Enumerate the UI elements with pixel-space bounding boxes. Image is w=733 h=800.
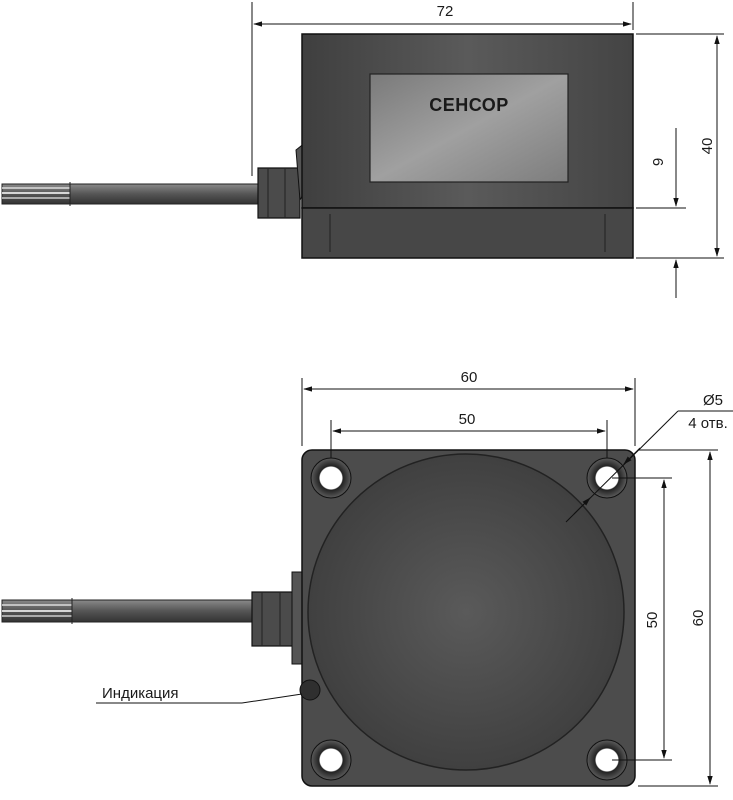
side-cable xyxy=(1,182,263,206)
top-cable xyxy=(1,598,255,624)
side-base xyxy=(301,207,634,259)
dim-top-outer-height-value: 60 xyxy=(690,610,707,627)
mounting-hole-bl xyxy=(310,739,352,781)
hole-count-label: 4 отв. xyxy=(688,415,728,432)
top-cable-gland xyxy=(251,571,305,665)
side-view: СЕНСОР 72 40 9 xyxy=(1,2,724,298)
mounting-hole-tl xyxy=(310,457,352,499)
dim-top-hole-spacing-x: 50 xyxy=(330,411,608,458)
dim-top-outer-width-value: 60 xyxy=(461,369,478,386)
indicator-callout: Индикация xyxy=(96,685,303,704)
dim-top-hole-spacing-y-value: 50 xyxy=(644,612,661,629)
brand-plate xyxy=(369,73,569,183)
dim-side-base: 9 xyxy=(636,128,686,298)
dim-side-base-value: 9 xyxy=(650,158,667,166)
dim-side-height: 40 xyxy=(636,33,724,259)
sensing-face xyxy=(307,453,625,771)
dim-top-hole-spacing-y: 50 xyxy=(612,477,672,761)
dim-top-outer-height: 60 xyxy=(638,449,718,787)
indicator-led xyxy=(299,679,321,701)
dim-top-hole-spacing-x-value: 50 xyxy=(459,411,476,428)
dim-top-outer-width: 60 xyxy=(301,369,636,446)
dim-side-width: 72 xyxy=(251,2,634,176)
dim-side-height-value: 40 xyxy=(699,138,716,155)
brand-label: СЕНСОР xyxy=(429,95,509,115)
hole-callout: Ø5 4 отв. xyxy=(565,392,733,523)
hole-diameter-label: Ø5 xyxy=(703,392,723,409)
top-view: 60 50 50 60 Ø5 4 от xyxy=(1,369,733,787)
indicator-label: Индикация xyxy=(102,685,179,702)
dim-side-width-value: 72 xyxy=(437,3,454,20)
